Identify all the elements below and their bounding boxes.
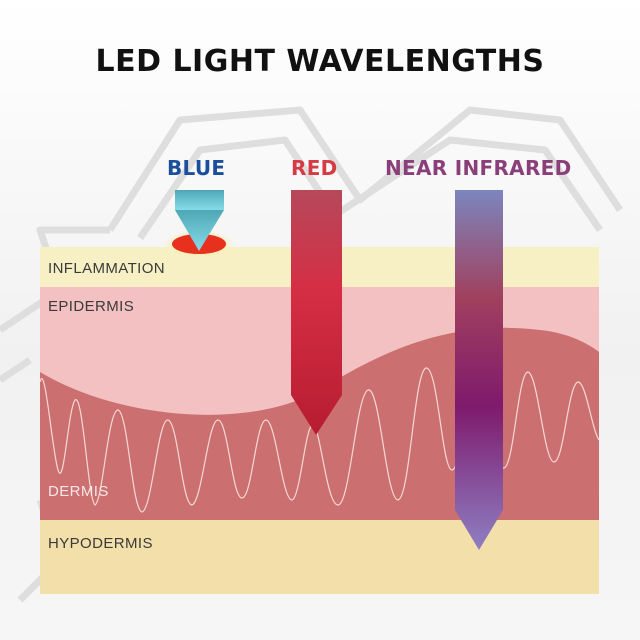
- papillae-line: [39, 367, 600, 513]
- blue-light-arrow: [175, 210, 224, 251]
- nir-light-arrow: [455, 190, 503, 550]
- label-near-infrared: NEAR INFRARED: [385, 156, 572, 180]
- page-title: LED LIGHT WAVELENGTHS: [95, 44, 545, 79]
- hypodermis-layer: [40, 520, 599, 594]
- label-blue: BLUE: [167, 156, 226, 180]
- label-inflammation: INFLAMMATION: [48, 260, 166, 277]
- label-dermis: DERMIS: [48, 483, 109, 500]
- label-hypodermis: HYPODERMIS: [48, 535, 153, 552]
- label-red: RED: [291, 156, 338, 180]
- blue-light-beam: [175, 190, 224, 210]
- label-epidermis: EPIDERMIS: [48, 298, 135, 315]
- red-light-arrow: [291, 190, 342, 435]
